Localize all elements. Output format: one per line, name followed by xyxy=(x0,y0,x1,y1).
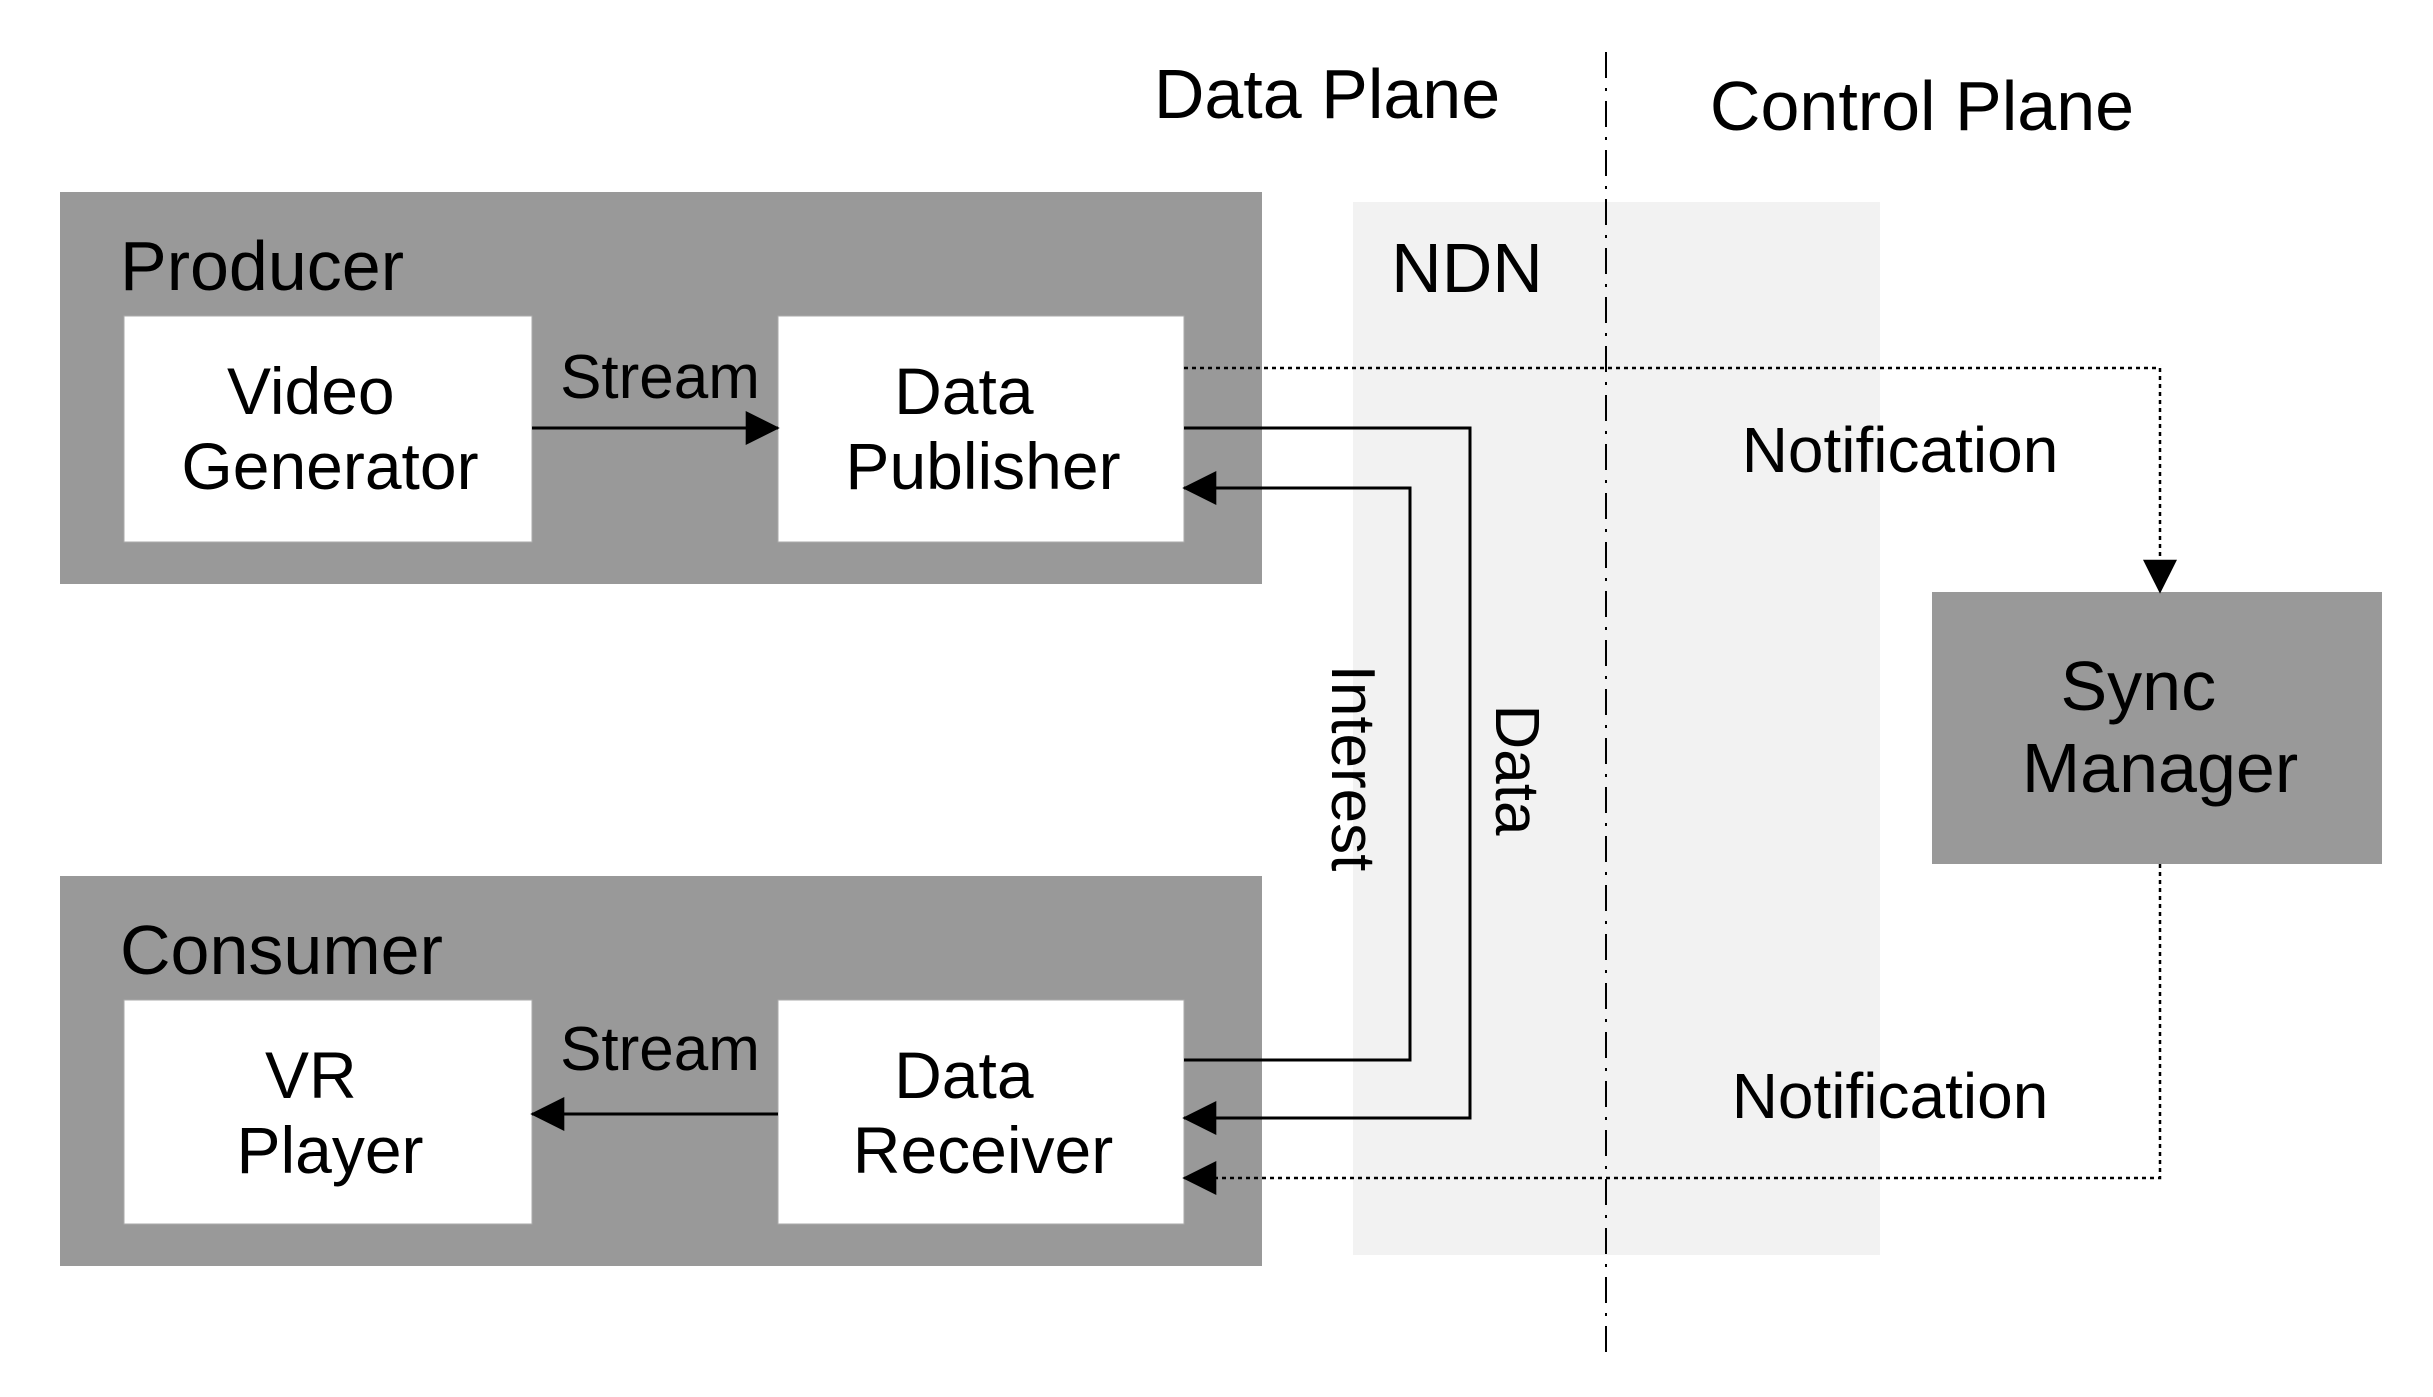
interest-label: Interest xyxy=(1318,665,1387,872)
data-publisher-label-line-1: Data xyxy=(894,354,1034,428)
producer-group: Producer Video Generator Data Publisher … xyxy=(60,192,1262,584)
data-receiver-label: Data Receiver xyxy=(853,1038,1113,1187)
producer-stream-label: Stream xyxy=(560,343,760,412)
notification-arrow-top xyxy=(1184,366,2177,594)
video-generator-label-line-1: Video xyxy=(227,354,395,428)
data-receiver-label-line-1: Data xyxy=(894,1038,1034,1112)
sync-manager-label: Sync Manager xyxy=(2022,647,2298,807)
data-receiver-box xyxy=(777,999,1185,1225)
ndn-band xyxy=(1353,202,1880,1255)
video-generator-label-line-2: Generator xyxy=(181,429,478,503)
sync-manager-group: Sync Manager xyxy=(1932,592,2382,864)
data-publisher-label: Data Publisher xyxy=(845,354,1120,503)
ndn-label: NDN xyxy=(1391,229,1543,307)
data-receiver-label-line-2: Receiver xyxy=(853,1113,1113,1187)
sync-manager-label-line-1: Sync xyxy=(2060,647,2216,725)
notification-label-top: Notification xyxy=(1742,414,2059,486)
vr-player-box xyxy=(123,999,533,1225)
notification-arrow-bottom xyxy=(1182,864,2162,1195)
sync-manager-box xyxy=(1932,592,2382,864)
data-plane-title: Data Plane xyxy=(1154,55,1500,133)
data-publisher-label-line-2: Publisher xyxy=(845,429,1120,503)
data-publisher-box xyxy=(777,315,1185,543)
consumer-title: Consumer xyxy=(120,911,443,989)
sync-manager-label-line-2: Manager xyxy=(2022,729,2298,807)
producer-title: Producer xyxy=(120,227,404,305)
data-arrow xyxy=(1182,426,1472,1135)
consumer-stream-label: Stream xyxy=(560,1015,760,1084)
vr-player-label: VR Player xyxy=(236,1038,423,1187)
video-generator-box xyxy=(123,315,533,543)
vr-player-label-line-1: VR xyxy=(265,1038,357,1112)
control-plane-title: Control Plane xyxy=(1710,67,2134,145)
data-path-label: Data xyxy=(1482,705,1551,836)
vr-player-label-line-2: Player xyxy=(236,1113,423,1187)
notification-label-bottom: Notification xyxy=(1732,1060,2049,1132)
video-generator-label: Video Generator xyxy=(181,354,478,503)
consumer-group: Consumer VR Player Data Receiver Stream xyxy=(60,876,1262,1266)
interest-arrow xyxy=(1182,471,1412,1062)
